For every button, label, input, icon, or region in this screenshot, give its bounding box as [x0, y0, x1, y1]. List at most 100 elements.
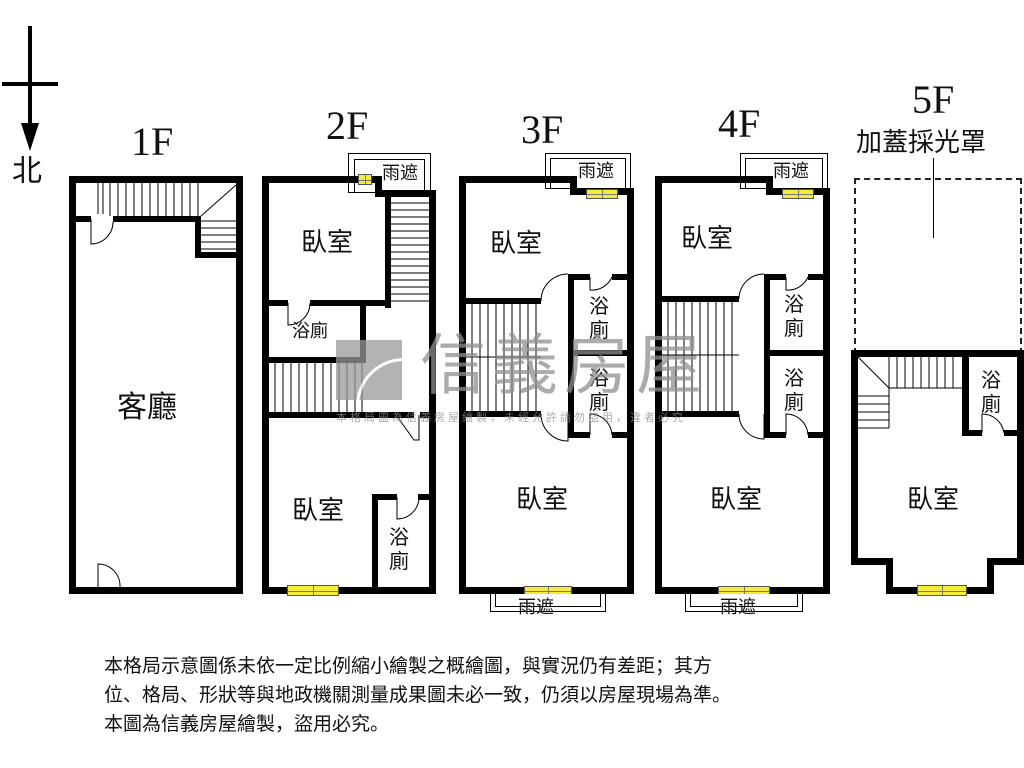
wall [851, 350, 858, 564]
wall [987, 558, 994, 594]
wall [808, 432, 830, 438]
room-bath-2f-2: 浴廁 [388, 525, 410, 573]
canopy-label-4f-bottom: 雨遮 [720, 597, 756, 618]
wall [69, 587, 243, 594]
room-living-room: 客廳 [117, 390, 177, 425]
floor-label-3f: 3F [521, 107, 564, 152]
floor-label-5f: 5F [912, 77, 955, 122]
wall [385, 190, 391, 308]
room-bath-3f-2: 浴廁 [588, 366, 610, 414]
wall [568, 432, 590, 438]
bath-char: 浴 [389, 525, 409, 549]
bath-char: 浴 [784, 292, 804, 316]
wall [655, 296, 739, 302]
room-bath-4f-2: 浴廁 [783, 366, 805, 414]
bath-char: 廁 [784, 390, 804, 414]
wall [823, 188, 830, 594]
disclaimer-line-2: 位、格局、形狀等與地政機關測量成果圖未必一致，仍須以房屋現場為準。 [104, 684, 732, 706]
room-bedroom-3f-south: 臥室 [516, 485, 569, 515]
watermark-brand: 信義房屋 [420, 327, 708, 404]
wall [69, 216, 91, 222]
wall [459, 411, 541, 417]
window-3f-top [586, 189, 618, 199]
canopy-label-2f: 雨遮 [382, 163, 418, 184]
wall [262, 176, 382, 183]
wall [310, 300, 390, 306]
wall [420, 412, 436, 418]
skylight-outline [854, 178, 1022, 354]
wall [372, 494, 397, 500]
wall [851, 558, 893, 565]
window-2f-bottom [287, 585, 339, 596]
disclaimer-line-3: 本圖為信義房屋繪製，盜用必究。 [104, 713, 390, 735]
wall [195, 252, 243, 258]
canopy-label-3f-bottom: 雨遮 [518, 597, 554, 618]
wall [459, 176, 577, 183]
wall [851, 350, 1024, 357]
north-label: 北 [12, 154, 42, 189]
canopy-label-3f-top: 雨遮 [578, 161, 614, 182]
canopy-label-4f-top: 雨遮 [773, 161, 809, 182]
wall [262, 357, 366, 363]
wall [372, 494, 378, 594]
bath-char: 廁 [589, 318, 609, 342]
wall [568, 350, 634, 356]
wall [360, 300, 366, 362]
wall [612, 432, 634, 438]
bath-char: 廁 [589, 390, 609, 414]
skylight-leader-line [933, 158, 934, 238]
wall [962, 430, 982, 436]
compass-arrow-icon [21, 123, 39, 151]
wall [612, 274, 634, 280]
wall [69, 176, 243, 183]
bath-char: 浴 [589, 294, 609, 318]
watermark-logo-icon [336, 340, 402, 400]
wall [627, 188, 634, 594]
room-bedroom-5f: 臥室 [907, 485, 960, 515]
wall [418, 494, 436, 500]
bath-char: 廁 [981, 392, 1001, 416]
wall [375, 176, 382, 196]
wall [766, 176, 773, 194]
floor-label-1f: 1F [131, 119, 174, 164]
canopy-4f-bottom [685, 594, 803, 612]
stairs-5f [857, 356, 962, 429]
wall [962, 350, 969, 436]
window-5f [917, 585, 967, 596]
wall [764, 350, 830, 356]
wall [655, 176, 773, 183]
wall [262, 300, 288, 306]
wall [262, 176, 269, 594]
wall [1004, 430, 1024, 436]
wall [764, 274, 770, 438]
bath-char: 浴 [589, 366, 609, 390]
wall [113, 216, 201, 222]
wall [655, 411, 739, 417]
bath-char: 廁 [389, 549, 409, 573]
wall [568, 274, 590, 280]
room-bedroom-3f-north: 臥室 [490, 229, 543, 259]
room-bedroom-4f-south: 臥室 [710, 485, 763, 515]
wall [568, 274, 574, 438]
canopy-inner [495, 594, 601, 607]
disclaimer-line-1: 本格局示意圖係未依一定比例縮小繪製之概繪圖，與實況仍有差距；其方 [104, 655, 713, 677]
room-bath-2f-1: 浴廁 [292, 321, 328, 342]
canopy-3f-bottom [490, 594, 606, 612]
room-bath-5f: 浴廁 [980, 368, 1002, 416]
window-2f-top [358, 174, 372, 185]
room-bath-4f-1: 浴廁 [783, 292, 805, 340]
window-4f-top [782, 189, 814, 199]
room-bedroom-2f-south: 臥室 [292, 496, 345, 526]
wall [987, 558, 1024, 565]
bath-char: 浴 [784, 366, 804, 390]
room-bedroom-2f-north: 臥室 [301, 228, 354, 258]
wall [69, 176, 76, 594]
wall [764, 432, 786, 438]
wall [195, 216, 201, 258]
room-bedroom-4f-north: 臥室 [681, 224, 734, 254]
wall [1017, 350, 1024, 564]
watermark-subtext: 本格局圖為信義房屋繪製，未經允許請勿盜用，違者必究 [336, 411, 686, 424]
bath-char: 廁 [784, 316, 804, 340]
skylight-annotation: 加蓋採光罩 [856, 128, 987, 158]
canopy-inner [690, 594, 798, 607]
